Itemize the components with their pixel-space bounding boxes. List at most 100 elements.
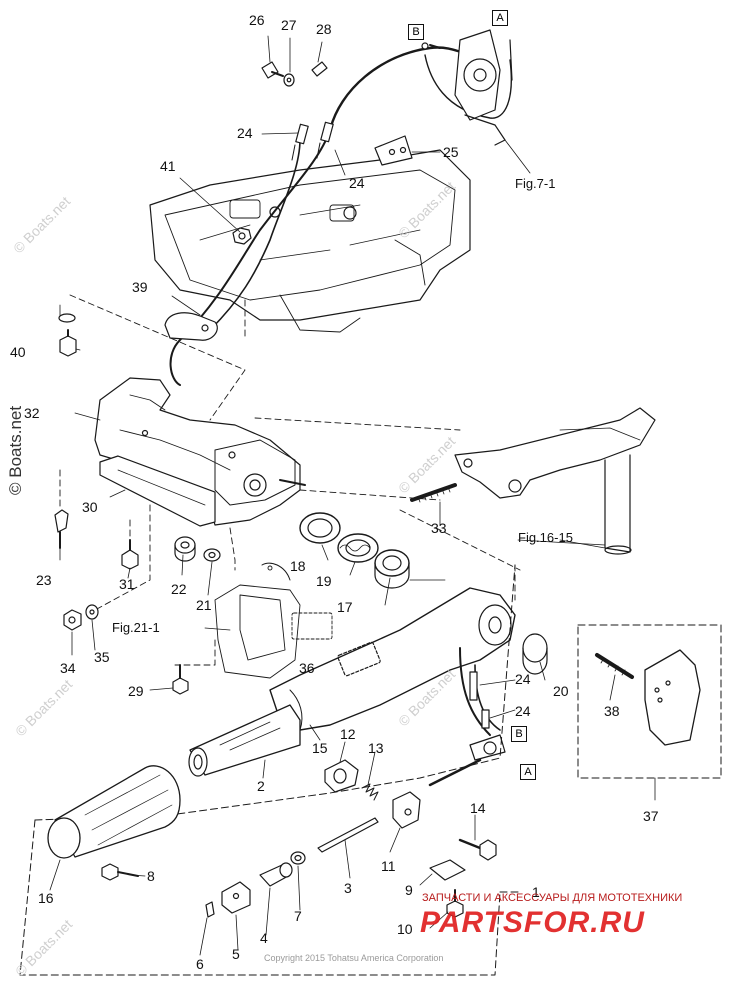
callout-29: 29 — [128, 683, 144, 699]
electrical-box-ref — [214, 562, 333, 679]
connector-b-label: B — [408, 24, 424, 40]
callout-2: 2 — [257, 778, 265, 794]
callout-24: 24 — [237, 125, 253, 141]
callout-25: 25 — [443, 144, 459, 160]
callout-8: 8 — [147, 868, 155, 884]
copyright-notice: Copyright 2015 Tohatsu America Corporati… — [264, 953, 444, 963]
part-29-bolt — [172, 664, 189, 695]
figure-reference[interactable]: Fig.21-1 — [112, 620, 160, 635]
callout-9: 9 — [405, 882, 413, 898]
part-3-shaft — [317, 817, 379, 853]
engine-bracket-outline — [149, 149, 471, 333]
callout-27: 27 — [281, 17, 297, 33]
callout-40: 40 — [10, 344, 26, 360]
part-41-nut — [232, 227, 252, 245]
callout-3: 3 — [344, 880, 352, 896]
callout-16: 16 — [38, 890, 54, 906]
part-19-wave-washer — [337, 533, 379, 563]
callout-21: 21 — [196, 597, 212, 613]
part-12-friction-piece — [324, 759, 359, 793]
callout-37: 37 — [643, 808, 659, 824]
part-33-stud — [410, 483, 457, 503]
part-38-stud — [595, 653, 634, 679]
part-10-screw — [446, 889, 464, 918]
connector-b-label: B — [511, 726, 527, 742]
shop-logo: PARTSFOR.RU — [420, 906, 645, 939]
part-22-collar — [174, 536, 196, 562]
part-17-bushing — [374, 549, 410, 589]
callout-10: 10 — [397, 921, 413, 937]
callout-11: 11 — [381, 858, 396, 874]
part-27-washer — [283, 73, 295, 87]
callout-24: 24 — [515, 703, 531, 719]
callout-7: 7 — [294, 908, 302, 924]
callout-35: 35 — [94, 649, 110, 665]
shop-tagline: ЗАПЧАСТИ И АКСЕССУАРЫ ДЛЯ МОТОТЕХНИКИ — [422, 892, 683, 904]
callout-19: 19 — [316, 573, 332, 589]
figure-reference[interactable]: Fig.16-15 — [518, 530, 573, 545]
callout-41: 41 — [160, 158, 176, 174]
callout-17: 17 — [337, 599, 353, 615]
part-31-screw — [121, 539, 139, 570]
part-30-plate — [99, 455, 216, 527]
callout-22: 22 — [171, 581, 187, 597]
part-6-pin — [205, 901, 215, 918]
part-40-bolt-washer — [58, 313, 77, 357]
routing-dash-lines — [59, 294, 521, 666]
callout-28: 28 — [316, 21, 332, 37]
part-14-bolt — [458, 838, 497, 861]
callout-32: 32 — [24, 405, 40, 421]
leader-lines-lower — [49, 412, 616, 956]
callout-39: 39 — [132, 279, 148, 295]
part-8-screw — [101, 863, 139, 881]
part-15-steering-handle — [269, 587, 516, 731]
part-4-collar — [259, 862, 293, 887]
callout-4: 4 — [260, 930, 268, 946]
watermark-dark: © Boats.net — [6, 405, 25, 495]
part-13-spring — [361, 783, 379, 801]
callout-5: 5 — [232, 946, 240, 962]
callout-36: 36 — [299, 660, 315, 676]
throttle-lever-assembly — [421, 29, 506, 146]
connector-a-label: A — [492, 10, 508, 26]
part-26-bolt — [261, 61, 284, 79]
callout-12: 12 — [340, 726, 356, 742]
callout-20: 20 — [553, 683, 569, 699]
callout-33: 33 — [431, 520, 447, 536]
callout-13: 13 — [368, 740, 384, 756]
callout-6: 6 — [196, 956, 204, 972]
figure-reference[interactable]: Fig.7-1 — [515, 176, 556, 191]
swivel-bracket-ref — [454, 407, 656, 555]
callout-24: 24 — [349, 175, 365, 191]
part-23-screw — [54, 509, 69, 549]
callout-30: 30 — [82, 499, 98, 515]
part-2-extension-tube — [188, 704, 301, 777]
part-7-collar — [290, 851, 306, 865]
throttle-cable-lower — [428, 647, 506, 787]
knob-grip — [644, 649, 701, 746]
part-20-cap — [522, 633, 548, 675]
part-5-slider — [221, 881, 251, 914]
callout-34: 34 — [60, 660, 76, 676]
part-11-block — [392, 791, 421, 829]
throttle-cable-set — [169, 39, 513, 386]
callout-18: 18 — [290, 558, 306, 574]
callout-24: 24 — [515, 671, 531, 687]
part-9-plate — [429, 859, 466, 881]
callout-15: 15 — [312, 740, 328, 756]
connector-a-label: A — [520, 764, 536, 780]
part-18-washer — [299, 512, 341, 544]
callout-1: 1 — [532, 884, 540, 900]
part-25-plate — [374, 135, 413, 166]
part-35-washer — [85, 604, 99, 620]
part-21-washer — [203, 548, 221, 562]
callout-31: 31 — [119, 576, 135, 592]
callout-38: 38 — [604, 703, 620, 719]
callout-26: 26 — [249, 12, 265, 28]
part-34-nut — [63, 609, 82, 631]
callout-14: 14 — [470, 800, 486, 816]
part-28-pin — [311, 61, 328, 77]
part-16-grip — [47, 765, 181, 859]
